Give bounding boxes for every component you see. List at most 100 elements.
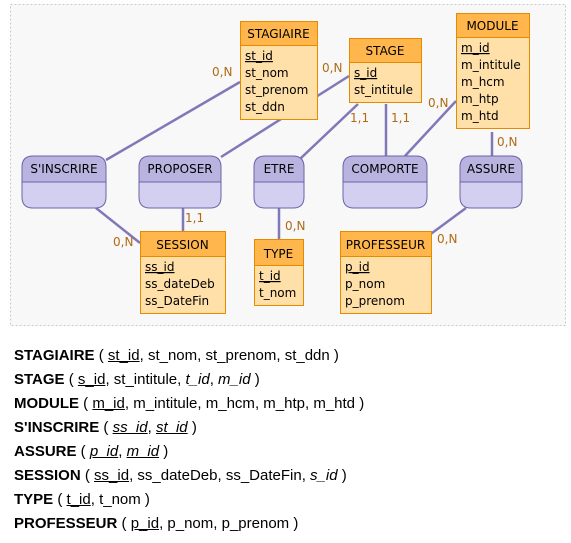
schema-table-name: MODULE [14,395,79,412]
entity-title: PROFESSEUR [346,238,425,252]
schema-line: STAGE ( s_id, st_intitule, t_id, m_id ) [14,371,260,388]
schema-table-name: STAGIAIRE [14,347,95,364]
cardinality-assure-professeur: 0,N [437,232,457,246]
schema-table-name: STAGE [14,371,65,388]
schema-field: s_id [310,467,338,484]
cardinality-comporte-module: 0,N [428,96,448,110]
link-comporte-module [404,100,457,157]
schema-line: S'INSCRIRE ( ss_id, st_id ) [14,419,197,436]
cardinality-etre-type: 0,N [285,219,305,233]
link-sinscrire-session [95,207,141,244]
schema-table-name: SESSION [14,467,81,484]
schema-line: ASSURE ( p_id, m_id ) [14,443,169,460]
schema-field: st_intitule [113,371,178,388]
entity-attribute: ss_dateDeb [145,277,215,291]
entity-key-attribute: ss_id [145,260,174,274]
entity-title: SESSION [156,238,208,252]
schema-line: TYPE ( t_id, t_nom ) [14,491,150,508]
entity-attribute: m_htd [461,109,499,123]
schema-field: p_id [89,443,119,460]
relation-name: PROPOSER [147,162,212,176]
cardinality-etre-stage: 1,1 [350,111,369,125]
schema-line: SESSION ( ss_id, ss_dateDeb, ss_DateFin,… [14,467,347,484]
cardinality-sinscrire-session: 0,N [113,235,133,249]
cardinality-assure-module: 0,N [497,135,517,149]
cardinality-proposer-stage: 0,N [322,61,342,75]
schema-field: ss_id [112,419,148,436]
entity-attribute: p_prenom [345,294,405,308]
schema-field: ss_id [94,467,130,484]
entity-stage: STAGE s_id st_intitule [349,38,422,103]
schema-field: m_htd [313,395,356,412]
schema-table-name: PROFESSEUR [14,515,118,532]
link-etre-stage [300,103,359,159]
entity-attribute: st_nom [245,66,289,80]
schema-field: p_nom [167,515,214,532]
entity-attribute: m_htp [461,92,499,106]
entity-key-attribute: st_id [245,49,273,63]
entity-attribute: m_hcm [461,75,505,89]
schema-field: st_prenom [205,347,277,364]
entity-key-attribute: p_id [345,260,370,274]
schema-field: m_hcm [205,395,255,412]
entity-title: STAGE [366,44,405,58]
entity-attribute: t_nom [259,286,296,300]
schema-field: m_htp [263,395,305,412]
schema-table-name: ASSURE [14,443,77,460]
schema-field: st_ddn [284,347,330,364]
entity-module: MODULE m_id m_intitule m_hcm m_htp m_htd [456,13,530,129]
entity-stagiaire: STAGIAIRE st_id st_nom st_prenom st_ddn [240,21,318,120]
schema-line: STAGIAIRE ( st_id, st_nom, st_prenom, st… [14,347,339,364]
relation-name: COMPORTE [351,162,418,176]
schema-field: ss_dateDeb [137,467,218,484]
entity-title: MODULE [466,19,518,33]
entity-title: TYPE [263,247,293,261]
schema-field: m_id [126,443,160,460]
schema-field: t_id [66,491,91,508]
relation-proposer: PROPOSER [138,155,222,209]
relational-schema: STAGIAIRE ( st_id, st_nom, st_prenom, st… [14,344,364,536]
link-sinscrire-stagiaire [105,80,241,162]
entity-professeur: PROFESSEUR p_id p_nom p_prenom [340,231,432,314]
relation-name: S'INSCRIRE [30,162,97,176]
relation-sinscrire: S'INSCRIRE [21,155,107,209]
schema-field: m_id [92,395,125,412]
entity-key-attribute: t_id [259,269,281,283]
cardinality-proposer-session: 1,1 [185,211,204,225]
schema-field: t_nom [99,491,141,508]
entity-attribute: st_intitule [354,83,413,97]
relation-name: ETRE [264,162,295,176]
schema-field: m_id [218,371,251,388]
schema-field: st_id [107,347,140,364]
relation-name: ASSURE [467,162,515,176]
schema-field: m_intitule [133,395,198,412]
schema-field: t_id [185,371,210,388]
entity-key-attribute: m_id [461,41,490,55]
schema-field: ss_DateFin [225,467,302,484]
entity-attribute: m_intitule [461,58,521,72]
schema-table-name: TYPE [14,491,54,508]
cardinality-comporte-stage: 1,1 [391,111,410,125]
schema-line: PROFESSEUR ( p_id, p_nom, p_prenom ) [14,515,299,532]
entity-type: TYPE t_id t_nom [254,239,304,306]
entity-attribute: ss_DateFin [145,294,209,308]
entity-attribute: st_prenom [245,83,308,97]
schema-field: s_id [77,371,106,388]
entity-key-attribute: s_id [354,66,377,80]
link-assure-professeur [427,206,467,238]
schema-field: p_id [130,515,160,532]
schema-field: p_prenom [221,515,290,532]
schema-line: MODULE ( m_id, m_intitule, m_hcm, m_htp,… [14,395,365,412]
entity-attribute: p_nom [345,277,385,291]
schema-field: st_nom [147,347,198,364]
entity-attribute: st_ddn [245,100,285,114]
schema-table-name: S'INSCRIRE [14,419,100,436]
schema-field: st_id [155,419,188,436]
relation-comporte: COMPORTE [342,155,428,209]
relation-etre: ETRE [253,155,305,209]
relation-assure: ASSURE [459,155,523,209]
entity-title: STAGIAIRE [247,27,310,41]
entity-session: SESSION ss_id ss_dateDeb ss_DateFin [140,231,226,314]
cardinality-sinscrire-stagiaire: 0,N [212,65,232,79]
